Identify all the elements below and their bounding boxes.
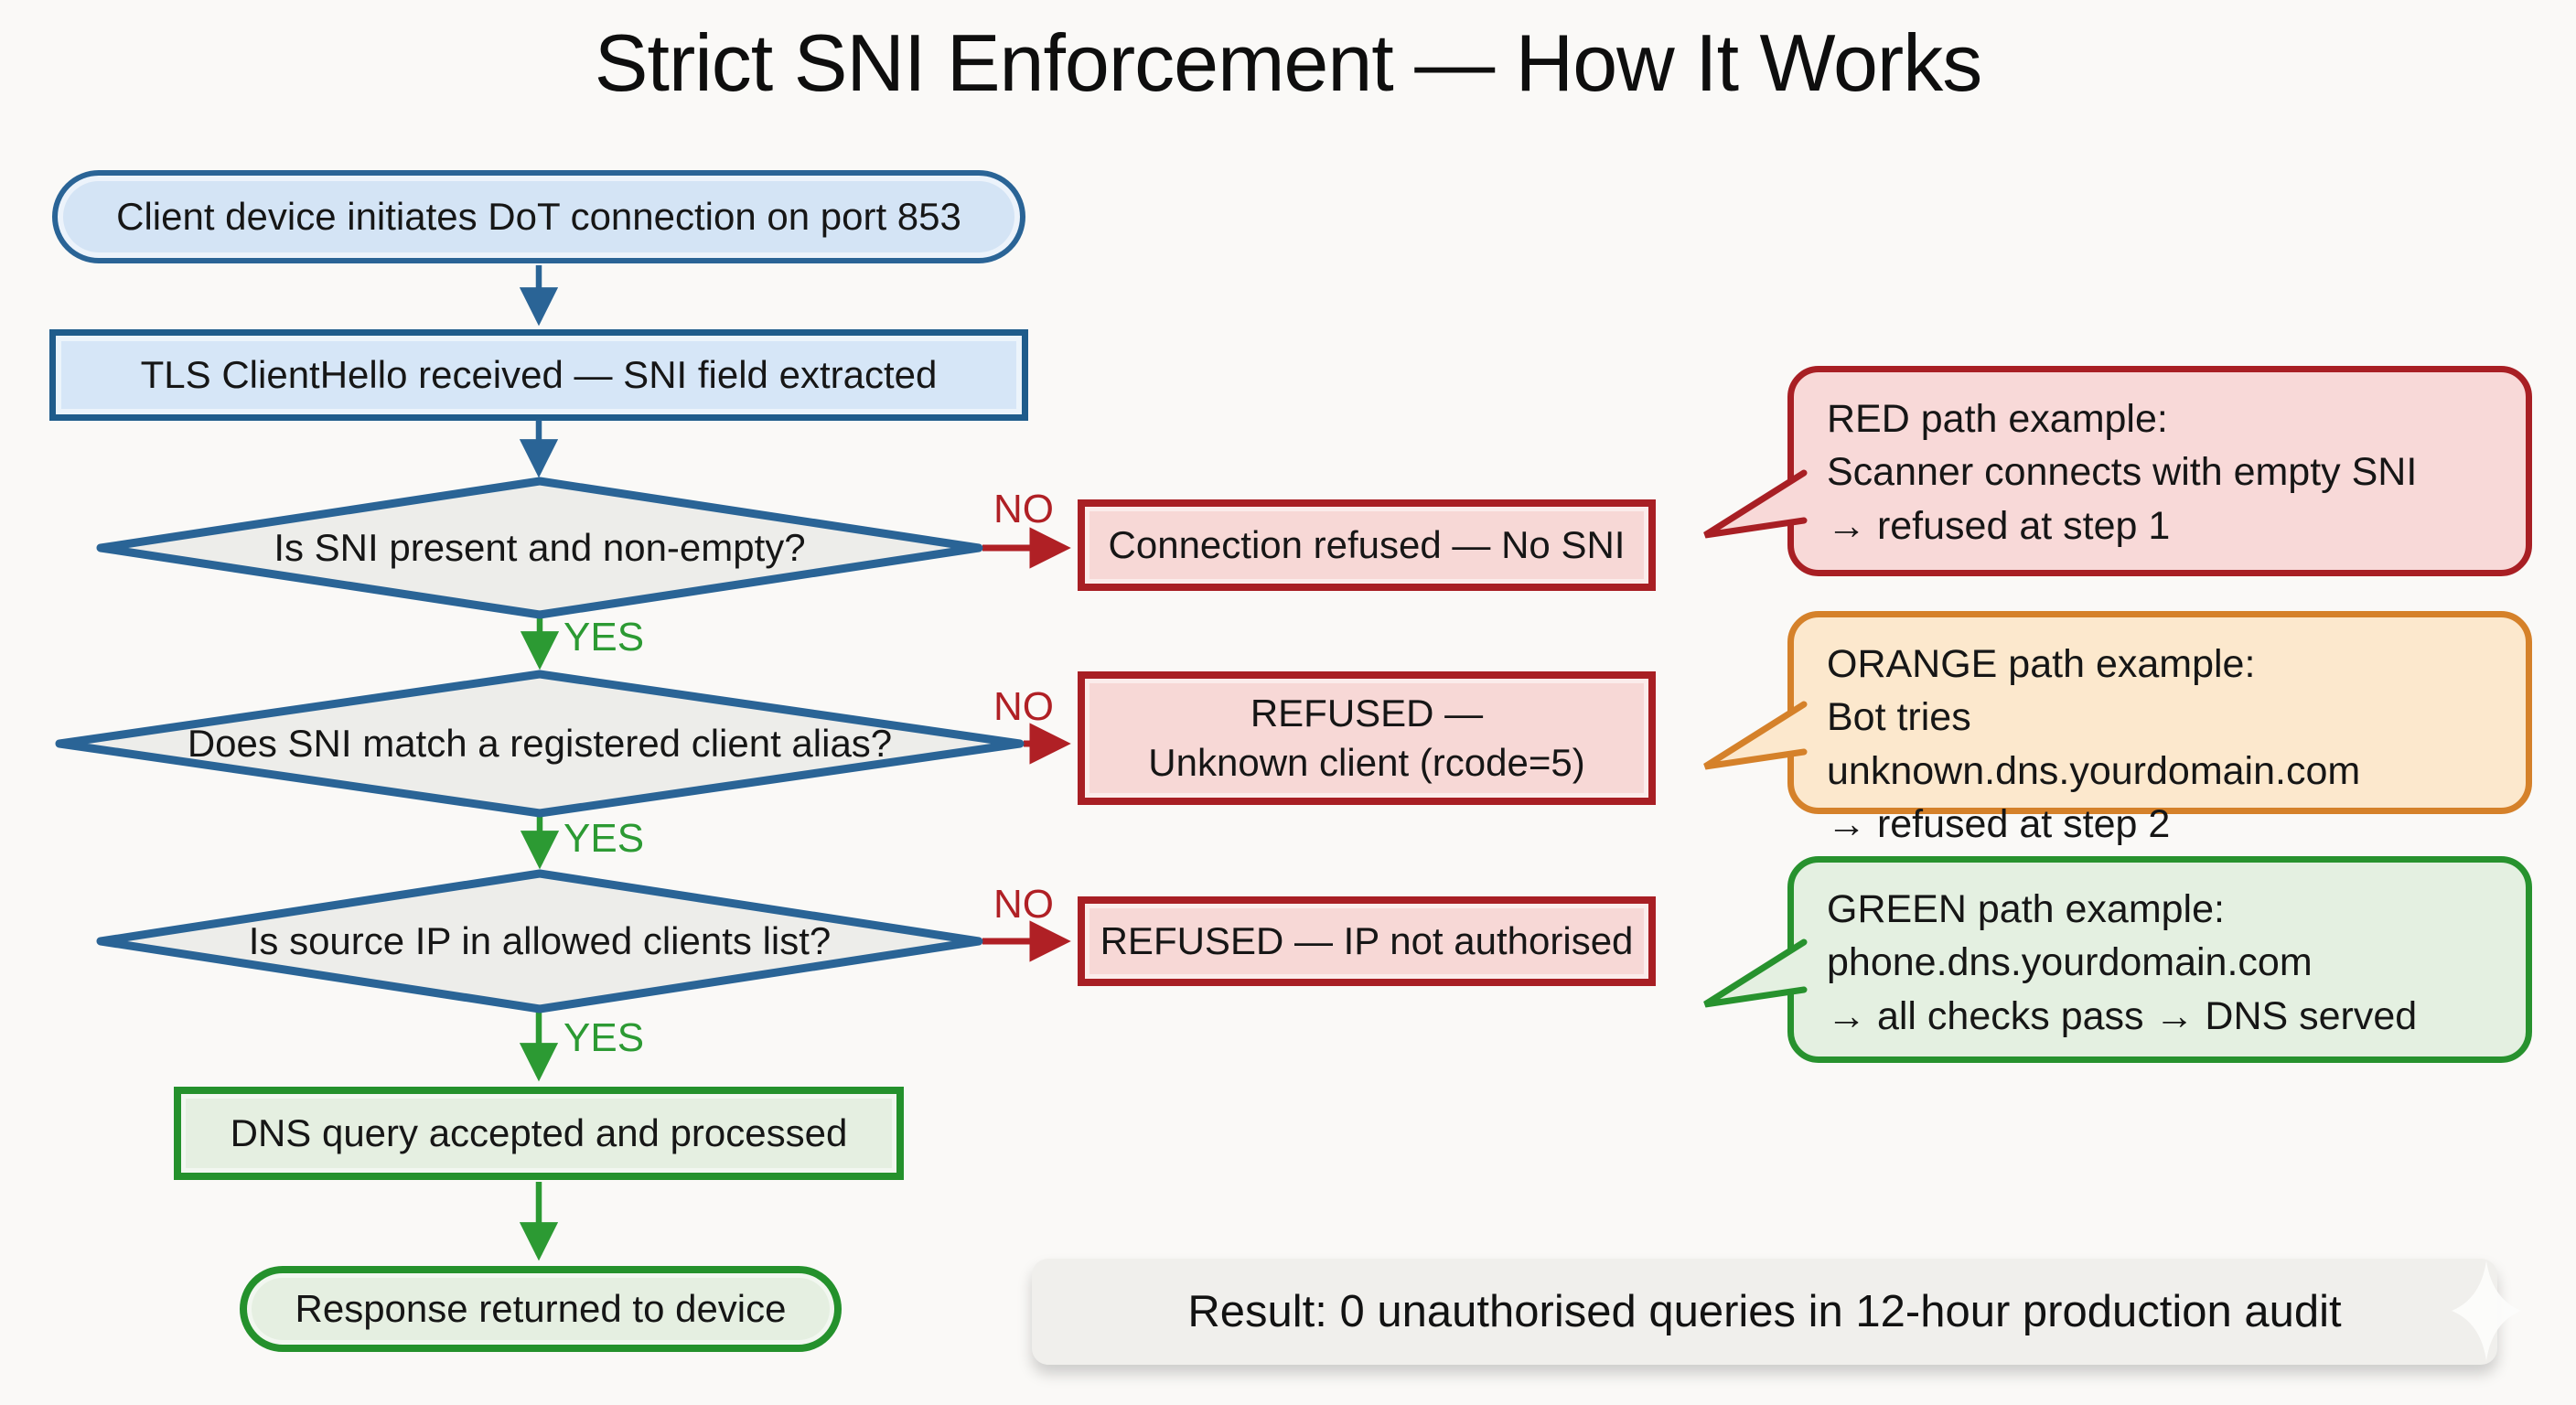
refusal-1-text: Connection refused — No SNI: [1108, 523, 1626, 567]
label-yes-2: YES: [564, 816, 645, 861]
decision-sni-present-question: Is SNI present and non-empty?: [274, 526, 806, 569]
callout-red-line-1: RED path example:: [1827, 397, 2168, 441]
node-accepted-label: DNS query accepted and processed: [230, 1111, 848, 1155]
decision-ip-allowed: Is source IP in allowed clients list?: [87, 865, 993, 1017]
decision-ip-allowed-shape: [96, 869, 983, 1014]
callout-orange-line-3: → refused at step 2: [1827, 802, 2171, 847]
refusal-2-line-2: Unknown client (rcode=5): [1148, 741, 1585, 784]
node-query-accepted: DNS query accepted and processed: [174, 1087, 904, 1180]
decision-sni-present-shape: [96, 477, 983, 619]
callout-green-line-1: GREEN path example:: [1827, 887, 2225, 931]
label-yes-3: YES: [564, 1015, 645, 1060]
node-tls-clienthello: TLS ClientHello received — SNI field ext…: [49, 329, 1028, 421]
node-start-dot-connection: Client device initiates DoT connection o…: [52, 170, 1025, 263]
node-response-label: Response returned to device: [295, 1287, 787, 1331]
callout-orange-path: ORANGE path example: Bot tries unknown.d…: [1787, 611, 2532, 846]
decision-ip-allowed-question: Is source IP in allowed clients list?: [248, 919, 832, 962]
callout-orange-line-2: Bot tries unknown.dns.yourdomain.com: [1827, 695, 2361, 793]
node-refused-no-sni: Connection refused — No SNI: [1078, 499, 1656, 591]
result-banner: Result: 0 unauthorised queries in 12-hou…: [1032, 1259, 2497, 1365]
decision-sni-match: Does SNI match a registered client alias…: [46, 666, 1034, 821]
callout-orange-line-1: ORANGE path example:: [1827, 642, 2256, 686]
decision-sni-present: Is SNI present and non-empty?: [87, 474, 993, 622]
node-response-returned: Response returned to device: [240, 1266, 842, 1352]
node-start-label: Client device initiates DoT connection o…: [116, 195, 961, 239]
result-text: Result: 0 unauthorised queries in 12-hou…: [1187, 1287, 2342, 1336]
node-refused-unknown-client: REFUSED — Unknown client (rcode=5): [1078, 671, 1656, 805]
decision-sni-match-shape: [55, 670, 1025, 818]
sparkle-icon: [2452, 1260, 2521, 1361]
callout-green-path: GREEN path example: phone.dns.yourdomain…: [1787, 856, 2532, 1063]
callout-green-tail-icon: [1703, 938, 1808, 1008]
callout-red-line-2: Scanner connects with empty SNI: [1827, 450, 2418, 495]
callout-red-line-3: → refused at step 1: [1827, 503, 2171, 548]
node-refused-ip: REFUSED — IP not authorised: [1078, 896, 1656, 986]
label-no-2: NO: [993, 684, 1054, 729]
page-title: Strict SNI Enforcement — How It Works: [594, 17, 1982, 108]
decision-sni-match-question: Does SNI match a registered client alias…: [187, 722, 893, 765]
callout-orange-tail-icon: [1703, 701, 1808, 770]
callout-red-tail-icon: [1703, 469, 1808, 539]
refusal-3-text: REFUSED — IP not authorised: [1100, 919, 1634, 963]
callout-green-line-3: → all checks pass → DNS served: [1827, 993, 2418, 1038]
callout-red-path: RED path example: Scanner connects with …: [1787, 366, 2532, 576]
refusal-2-line-1: REFUSED —: [1250, 692, 1484, 735]
label-no-3: NO: [993, 882, 1054, 927]
label-yes-1: YES: [564, 615, 645, 660]
callout-green-line-2: phone.dns.yourdomain.com: [1827, 940, 2313, 985]
node-clienthello-label: TLS ClientHello received — SNI field ext…: [140, 353, 938, 397]
label-no-1: NO: [993, 487, 1054, 531]
